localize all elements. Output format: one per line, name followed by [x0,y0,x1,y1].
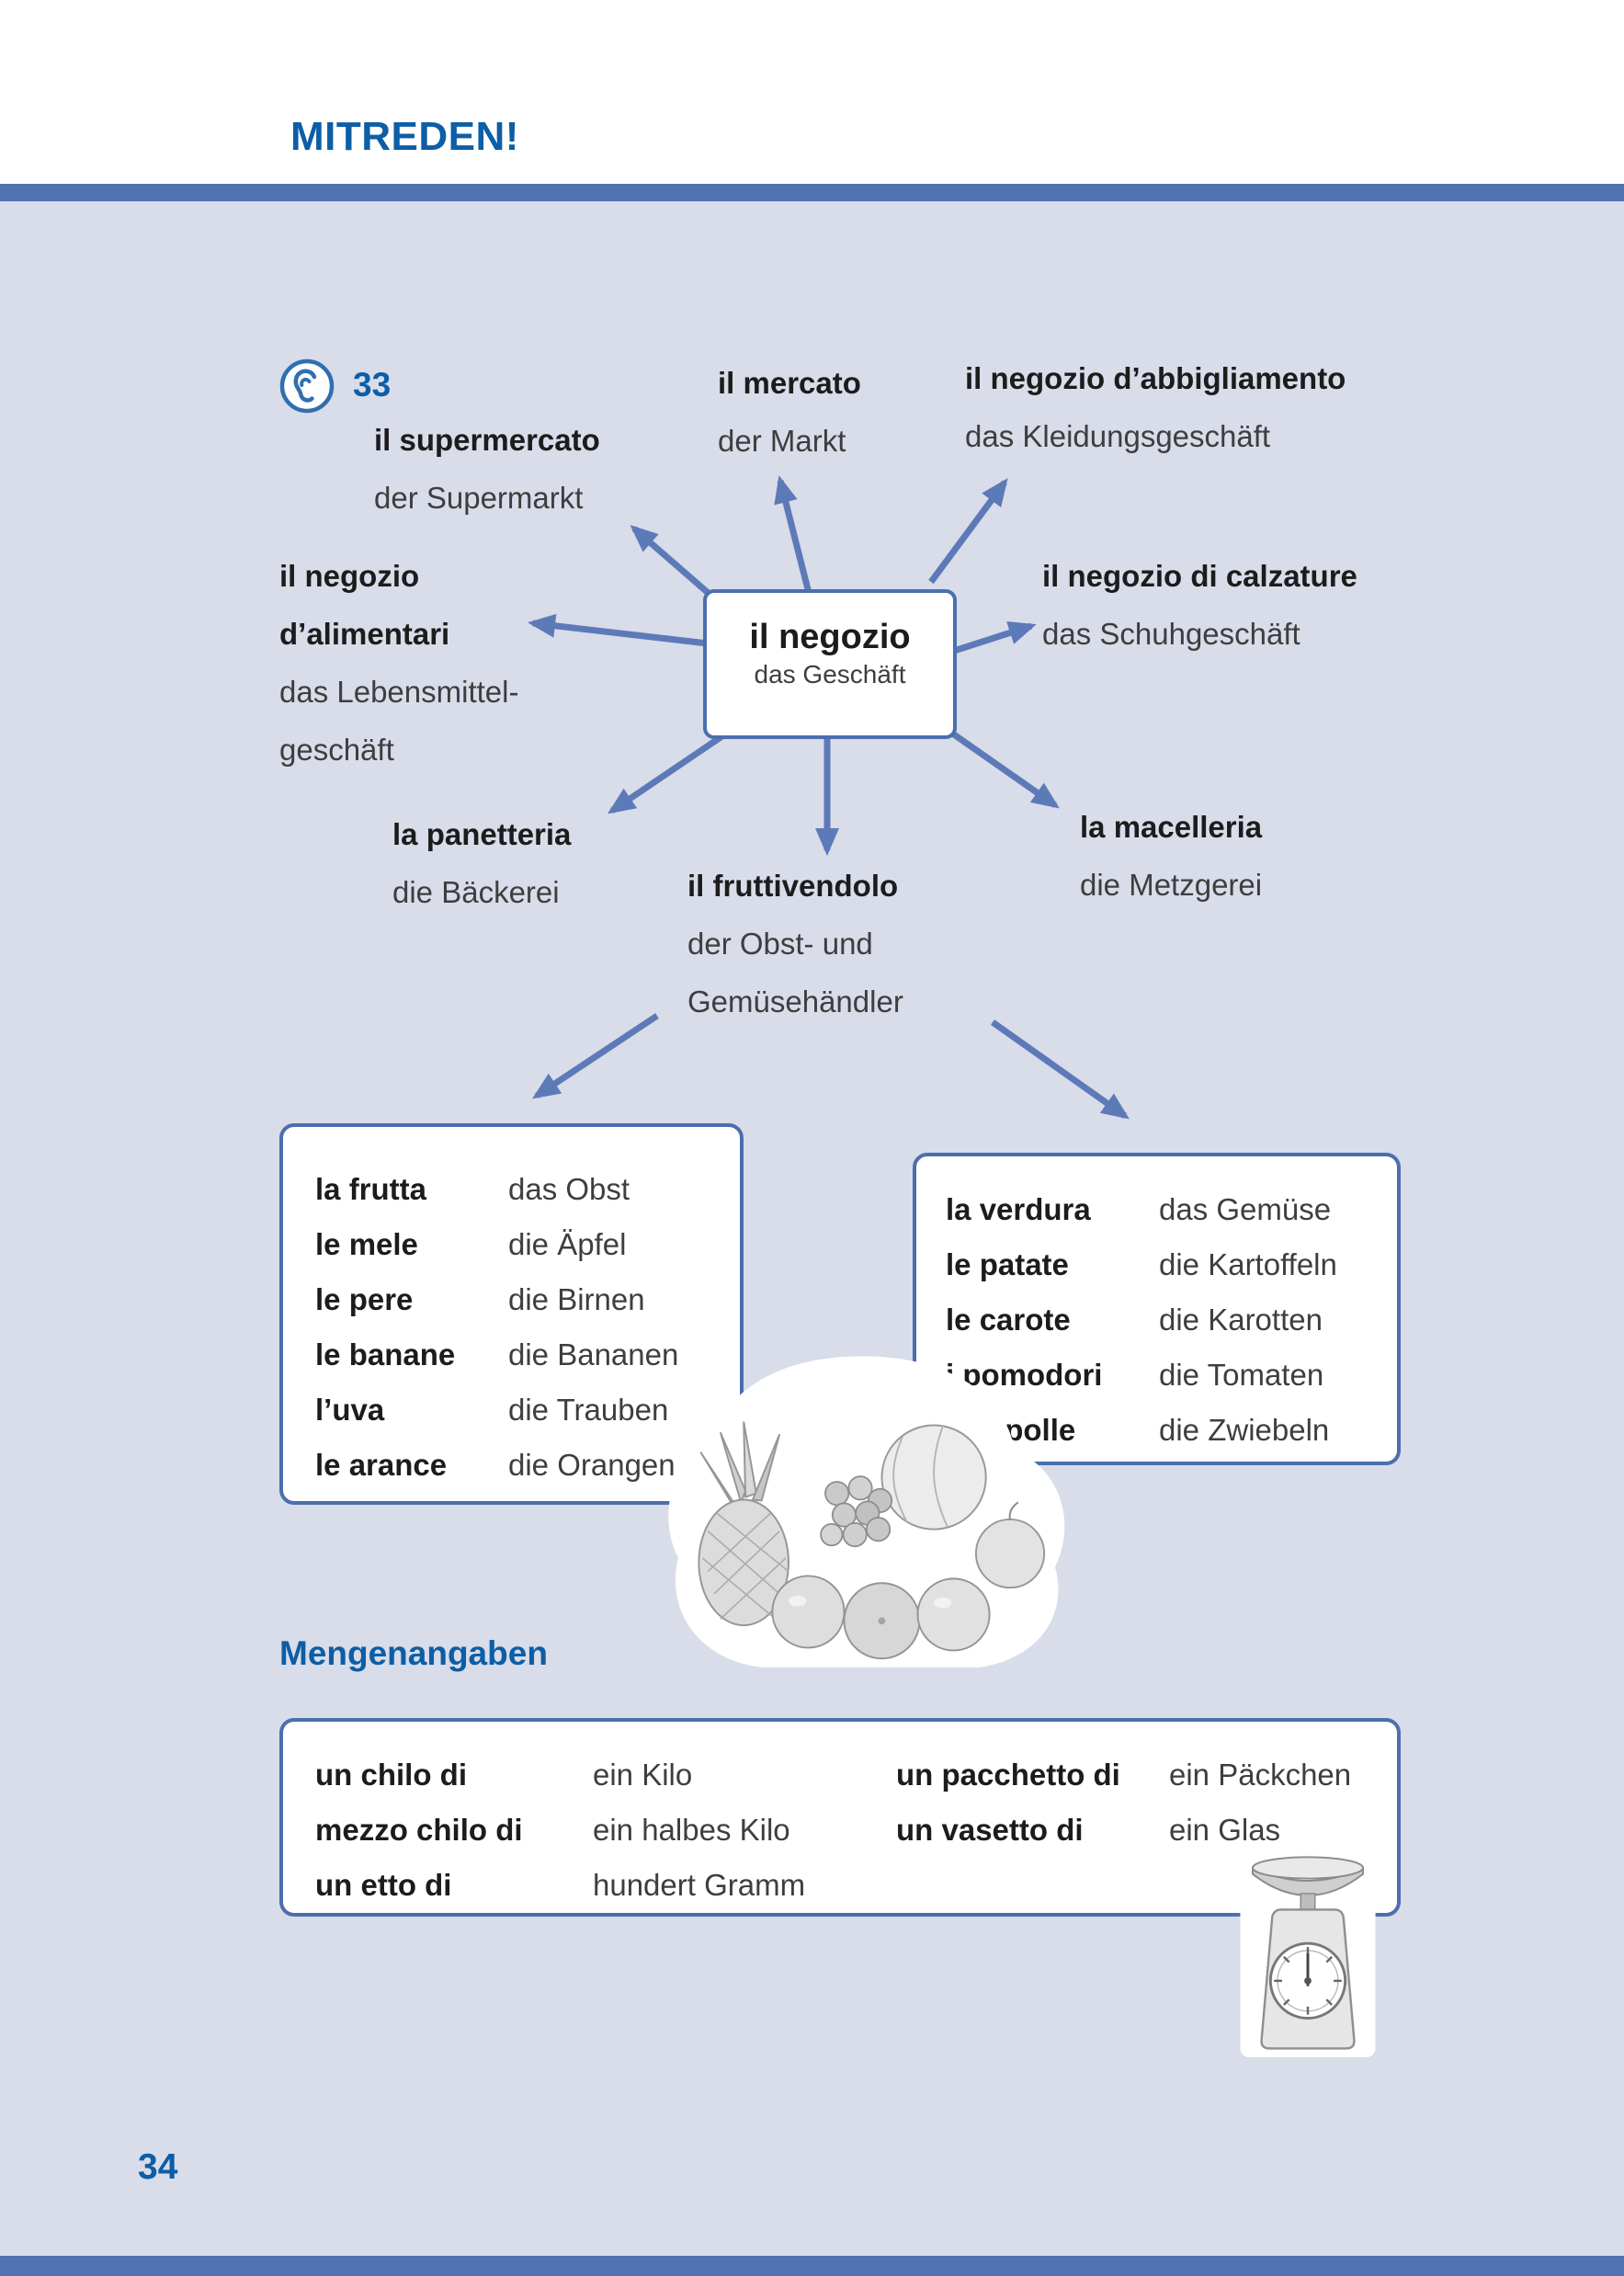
german-translation: ein halbes Kilo [593,1813,790,1847]
listening-ear-icon [279,358,335,414]
german-translation: der Markt [718,424,846,458]
german-translation: das Obst [508,1172,630,1206]
italian-term: la macelleria [1080,810,1263,844]
node-fruttivendolo: il fruttivendolo der Obst- und Gemüsehän… [687,857,903,1030]
kitchen-scale-image [1240,1841,1376,2058]
italian-term: il negozio d’abbigliamento [965,361,1346,395]
german-translation: die Äpfel [508,1227,627,1261]
german-translation: ein Glas [1169,1813,1281,1847]
scale-bowl [1252,1856,1364,1911]
italian-term: un chilo di [315,1758,467,1792]
german-translation: die Metzgerei [1080,868,1263,902]
italian-term: le banane [315,1337,456,1371]
scale-dial [1268,1941,1347,2020]
italian-term: il supermercato [374,423,600,457]
german-translation: das Geschäft [754,660,906,689]
quantities-section-title: Mengenangaben [279,1634,548,1672]
italian-term: un etto di [315,1868,452,1902]
german-translation: der Supermarkt [374,481,584,515]
italian-term: le patate [946,1247,1069,1281]
german-translation: die Trauben [508,1393,669,1427]
fruit-still-life-image [668,1356,1065,1667]
german-translation: die Orangen [508,1448,676,1482]
fruit-vocabulary-table: la frutta das Obst le mele die Äpfel le … [283,1127,740,1493]
german-translation: ein Kilo [593,1758,693,1792]
top-divider-bar [0,184,1624,201]
node-abbigliamento: il negozio d’abbigliamento das Kleidungs… [965,349,1346,465]
audio-track-number: 33 [353,366,392,404]
italian-term: le arance [315,1448,448,1482]
german-translation: die Karotten [1159,1303,1323,1337]
apple [974,1501,1046,1589]
italian-term: il mercato [718,366,861,400]
pineapple [698,1421,789,1627]
fruit-vocabulary-box: la frutta das Obst le mele die Äpfel le … [279,1123,744,1505]
german-translation: die Kartoffeln [1159,1247,1337,1281]
german-translation: der Obst- und Gemüsehändler [687,927,903,1019]
german-translation: ein Päckchen [1169,1758,1352,1792]
italian-term: un vasetto di [896,1813,1084,1847]
italian-term: il negozio d’alimentari [279,559,450,651]
quantities-box: un chilo di ein Kilo un pacchetto di ein… [279,1718,1401,1917]
page-number: 34 [138,2147,178,2187]
german-translation: das Gemüse [1159,1192,1332,1226]
german-translation: die Bananen [508,1337,679,1371]
german-translation: hundert Gramm [593,1868,806,1902]
grapes [820,1475,893,1548]
italian-term: le carote [946,1303,1071,1337]
italian-term: mezzo chilo di [315,1813,523,1847]
italian-term: la verdura [946,1192,1091,1226]
oranges [771,1575,991,1660]
quantities-table: un chilo di ein Kilo un pacchetto di ein… [283,1722,1397,1913]
german-translation: das Kleidungsgeschäft [965,419,1271,453]
italian-term: l’uva [315,1393,385,1427]
italian-term: il negozio [749,618,911,656]
node-alimentari: il negozio d’alimentari das Lebensmittel… [279,547,518,779]
italian-term: la panetteria [392,817,572,851]
italian-term: il negozio di calzature [1042,559,1357,593]
node-supermercato: il supermercato der Supermarkt [374,411,600,527]
german-translation: die Bäckerei [392,875,560,909]
italian-term: la frutta [315,1172,427,1206]
italian-term: il fruttivendolo [687,869,899,903]
italian-term: le pere [315,1282,414,1316]
empty-cell [896,1858,1169,1913]
bottom-divider-bar [0,2256,1624,2276]
melon [880,1424,987,1531]
german-translation: die Zwiebeln [1159,1413,1330,1447]
node-macelleria: la macelleria die Metzgerei [1080,798,1262,914]
german-translation: die Birnen [508,1282,645,1316]
page-title: MITREDEN! [290,114,519,159]
german-translation: das Lebensmittel- geschäft [279,675,519,767]
node-calzature: il negozio di calzature das Schuhgeschäf… [1042,547,1357,663]
center-node-box: il negozio das Geschäft [703,589,957,739]
german-translation: das Schuhgeschäft [1042,617,1300,651]
german-translation: die Tomaten [1159,1358,1324,1392]
italian-term: le mele [315,1227,418,1261]
node-panetteria: la panetteria die Bäckerei [392,805,571,921]
node-mercato: il mercato der Markt [718,354,861,470]
italian-term: un pacchetto di [896,1758,1120,1792]
